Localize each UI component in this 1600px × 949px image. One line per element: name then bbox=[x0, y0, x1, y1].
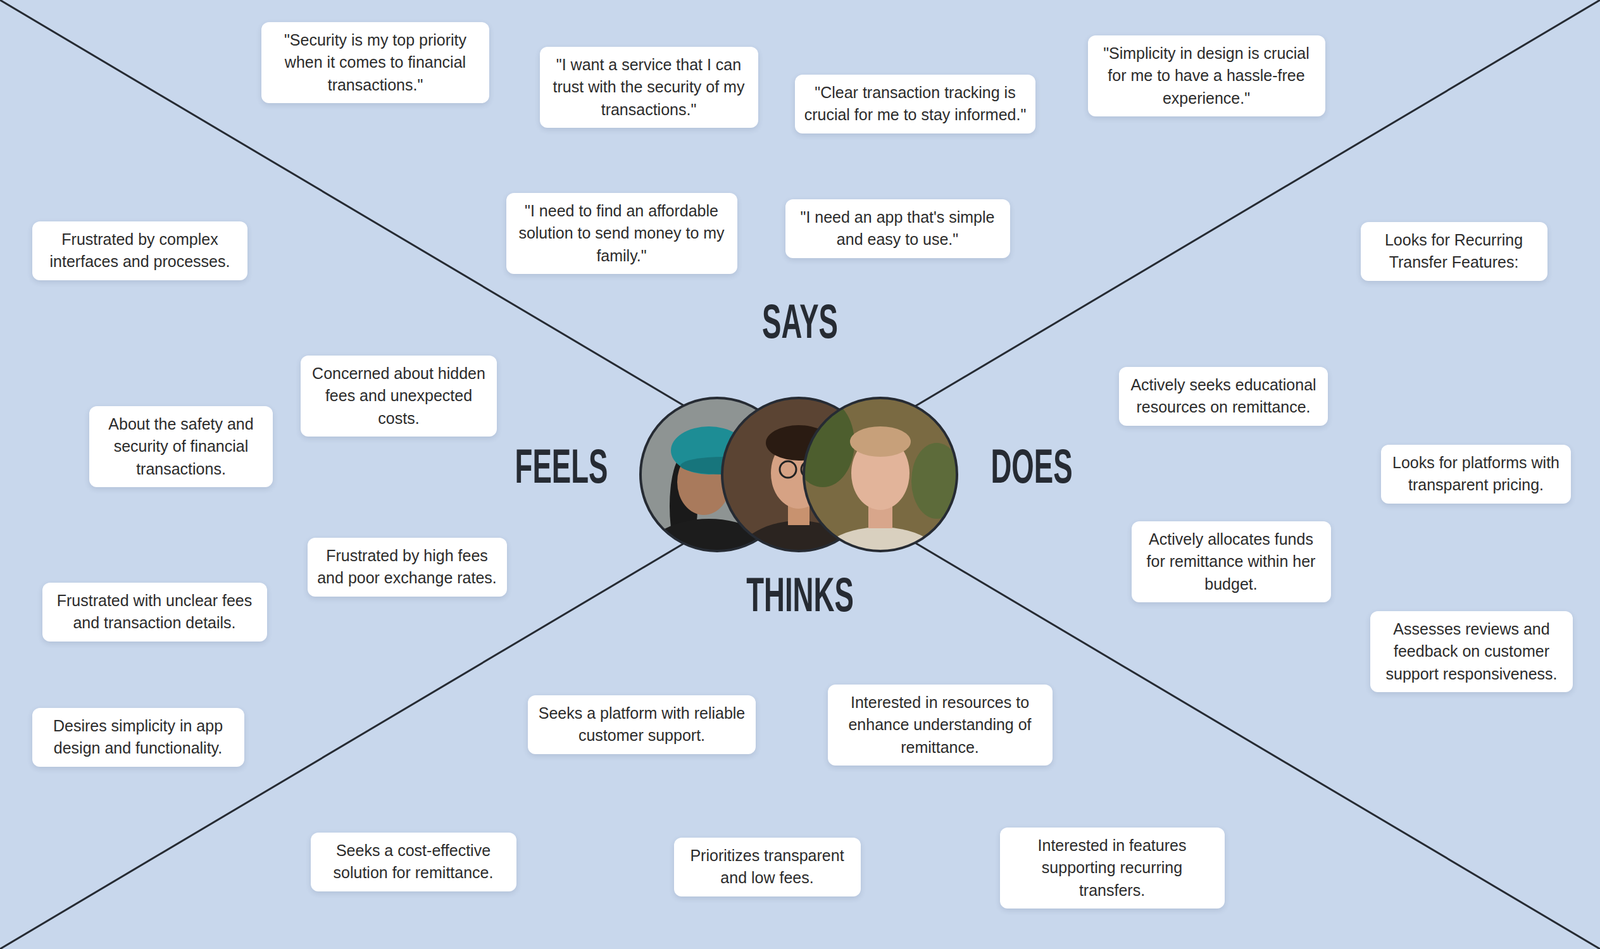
note-card: About the safety and security of financi… bbox=[89, 406, 273, 488]
photo-frame bbox=[803, 398, 957, 552]
note-text: Concerned about hidden fees and unexpect… bbox=[308, 362, 490, 431]
note-text: "Simplicity in design is crucial for me … bbox=[1095, 42, 1318, 111]
quadrant-label: DOES bbox=[990, 442, 1073, 491]
note-card: "Security is my top priority when it com… bbox=[261, 22, 490, 104]
note-text: Interested in features supporting recurr… bbox=[1007, 834, 1218, 903]
note-card: Assesses reviews and feedback on custome… bbox=[1370, 611, 1573, 694]
note-text: "I need to find an affordable solution t… bbox=[513, 200, 730, 268]
note-text: About the safety and security of financi… bbox=[96, 413, 266, 482]
note-text: Frustrated by high fees and poor exchang… bbox=[315, 544, 500, 590]
note-text: "I want a service that I can trust with … bbox=[547, 53, 751, 122]
glasses bbox=[779, 461, 797, 478]
note-card: Looks for platforms with transparent pri… bbox=[1381, 444, 1571, 504]
quadrant-label: FEELS bbox=[515, 442, 609, 491]
note-text: Actively allocates funds for remittance … bbox=[1139, 528, 1324, 597]
note-text: Actively seeks educational resources on … bbox=[1126, 374, 1321, 419]
note-card: Interested in features supporting recurr… bbox=[1000, 827, 1225, 910]
note-card: Looks for Recurring Transfer Features: bbox=[1360, 222, 1548, 282]
quadrant-label: THINKS bbox=[746, 570, 854, 619]
note-card: "Simplicity in design is crucial for me … bbox=[1087, 35, 1326, 118]
hair bbox=[850, 426, 911, 457]
note-card: Frustrated with unclear fees and transac… bbox=[42, 582, 268, 642]
foliage bbox=[791, 398, 855, 488]
note-text: Looks for platforms with transparent pri… bbox=[1388, 451, 1564, 497]
note-text: Frustrated by complex interfaces and pro… bbox=[39, 228, 240, 274]
note-card: "I need to find an affordable solution t… bbox=[506, 193, 738, 275]
note-card: "Clear transaction tracking is crucial f… bbox=[794, 74, 1036, 134]
note-card: Frustrated by high fees and poor exchang… bbox=[307, 537, 507, 597]
note-text: Assesses reviews and feedback on custome… bbox=[1377, 618, 1566, 687]
note-card: "I want a service that I can trust with … bbox=[539, 46, 759, 129]
note-text: Seeks a platform with reliable customer … bbox=[535, 702, 749, 748]
note-text: "Clear transaction tracking is crucial f… bbox=[802, 81, 1028, 127]
note-card: Frustrated by complex interfaces and pro… bbox=[32, 221, 248, 281]
note-text: "I need an app that's simple and easy to… bbox=[793, 206, 1003, 252]
note-card: Seeks a platform with reliable customer … bbox=[527, 695, 756, 755]
note-text: Prioritizes transparent and low fees. bbox=[681, 844, 854, 890]
note-card: Prioritizes transparent and low fees. bbox=[674, 837, 861, 897]
note-card: Actively allocates funds for remittance … bbox=[1131, 521, 1332, 604]
note-text: Desires simplicity in app design and fun… bbox=[39, 715, 237, 761]
note-text: Looks for Recurring Transfer Features: bbox=[1368, 229, 1540, 275]
note-text: "Security is my top priority when it com… bbox=[268, 29, 482, 97]
note-text: Frustrated with unclear fees and transac… bbox=[50, 589, 260, 635]
quadrant-label: SAYS bbox=[762, 297, 838, 346]
note-card: Actively seeks educational resources on … bbox=[1118, 367, 1328, 426]
note-text: Interested in resources to enhance under… bbox=[835, 691, 1045, 760]
note-card: Seeks a cost-effective solution for remi… bbox=[310, 832, 517, 892]
note-card: Desires simplicity in app design and fun… bbox=[32, 708, 245, 768]
note-text: Seeks a cost-effective solution for remi… bbox=[318, 839, 509, 885]
note-card: Concerned about hidden fees and unexpect… bbox=[300, 355, 497, 438]
note-card: Interested in resources to enhance under… bbox=[827, 684, 1053, 767]
note-card: "I need an app that's simple and easy to… bbox=[785, 199, 1011, 259]
